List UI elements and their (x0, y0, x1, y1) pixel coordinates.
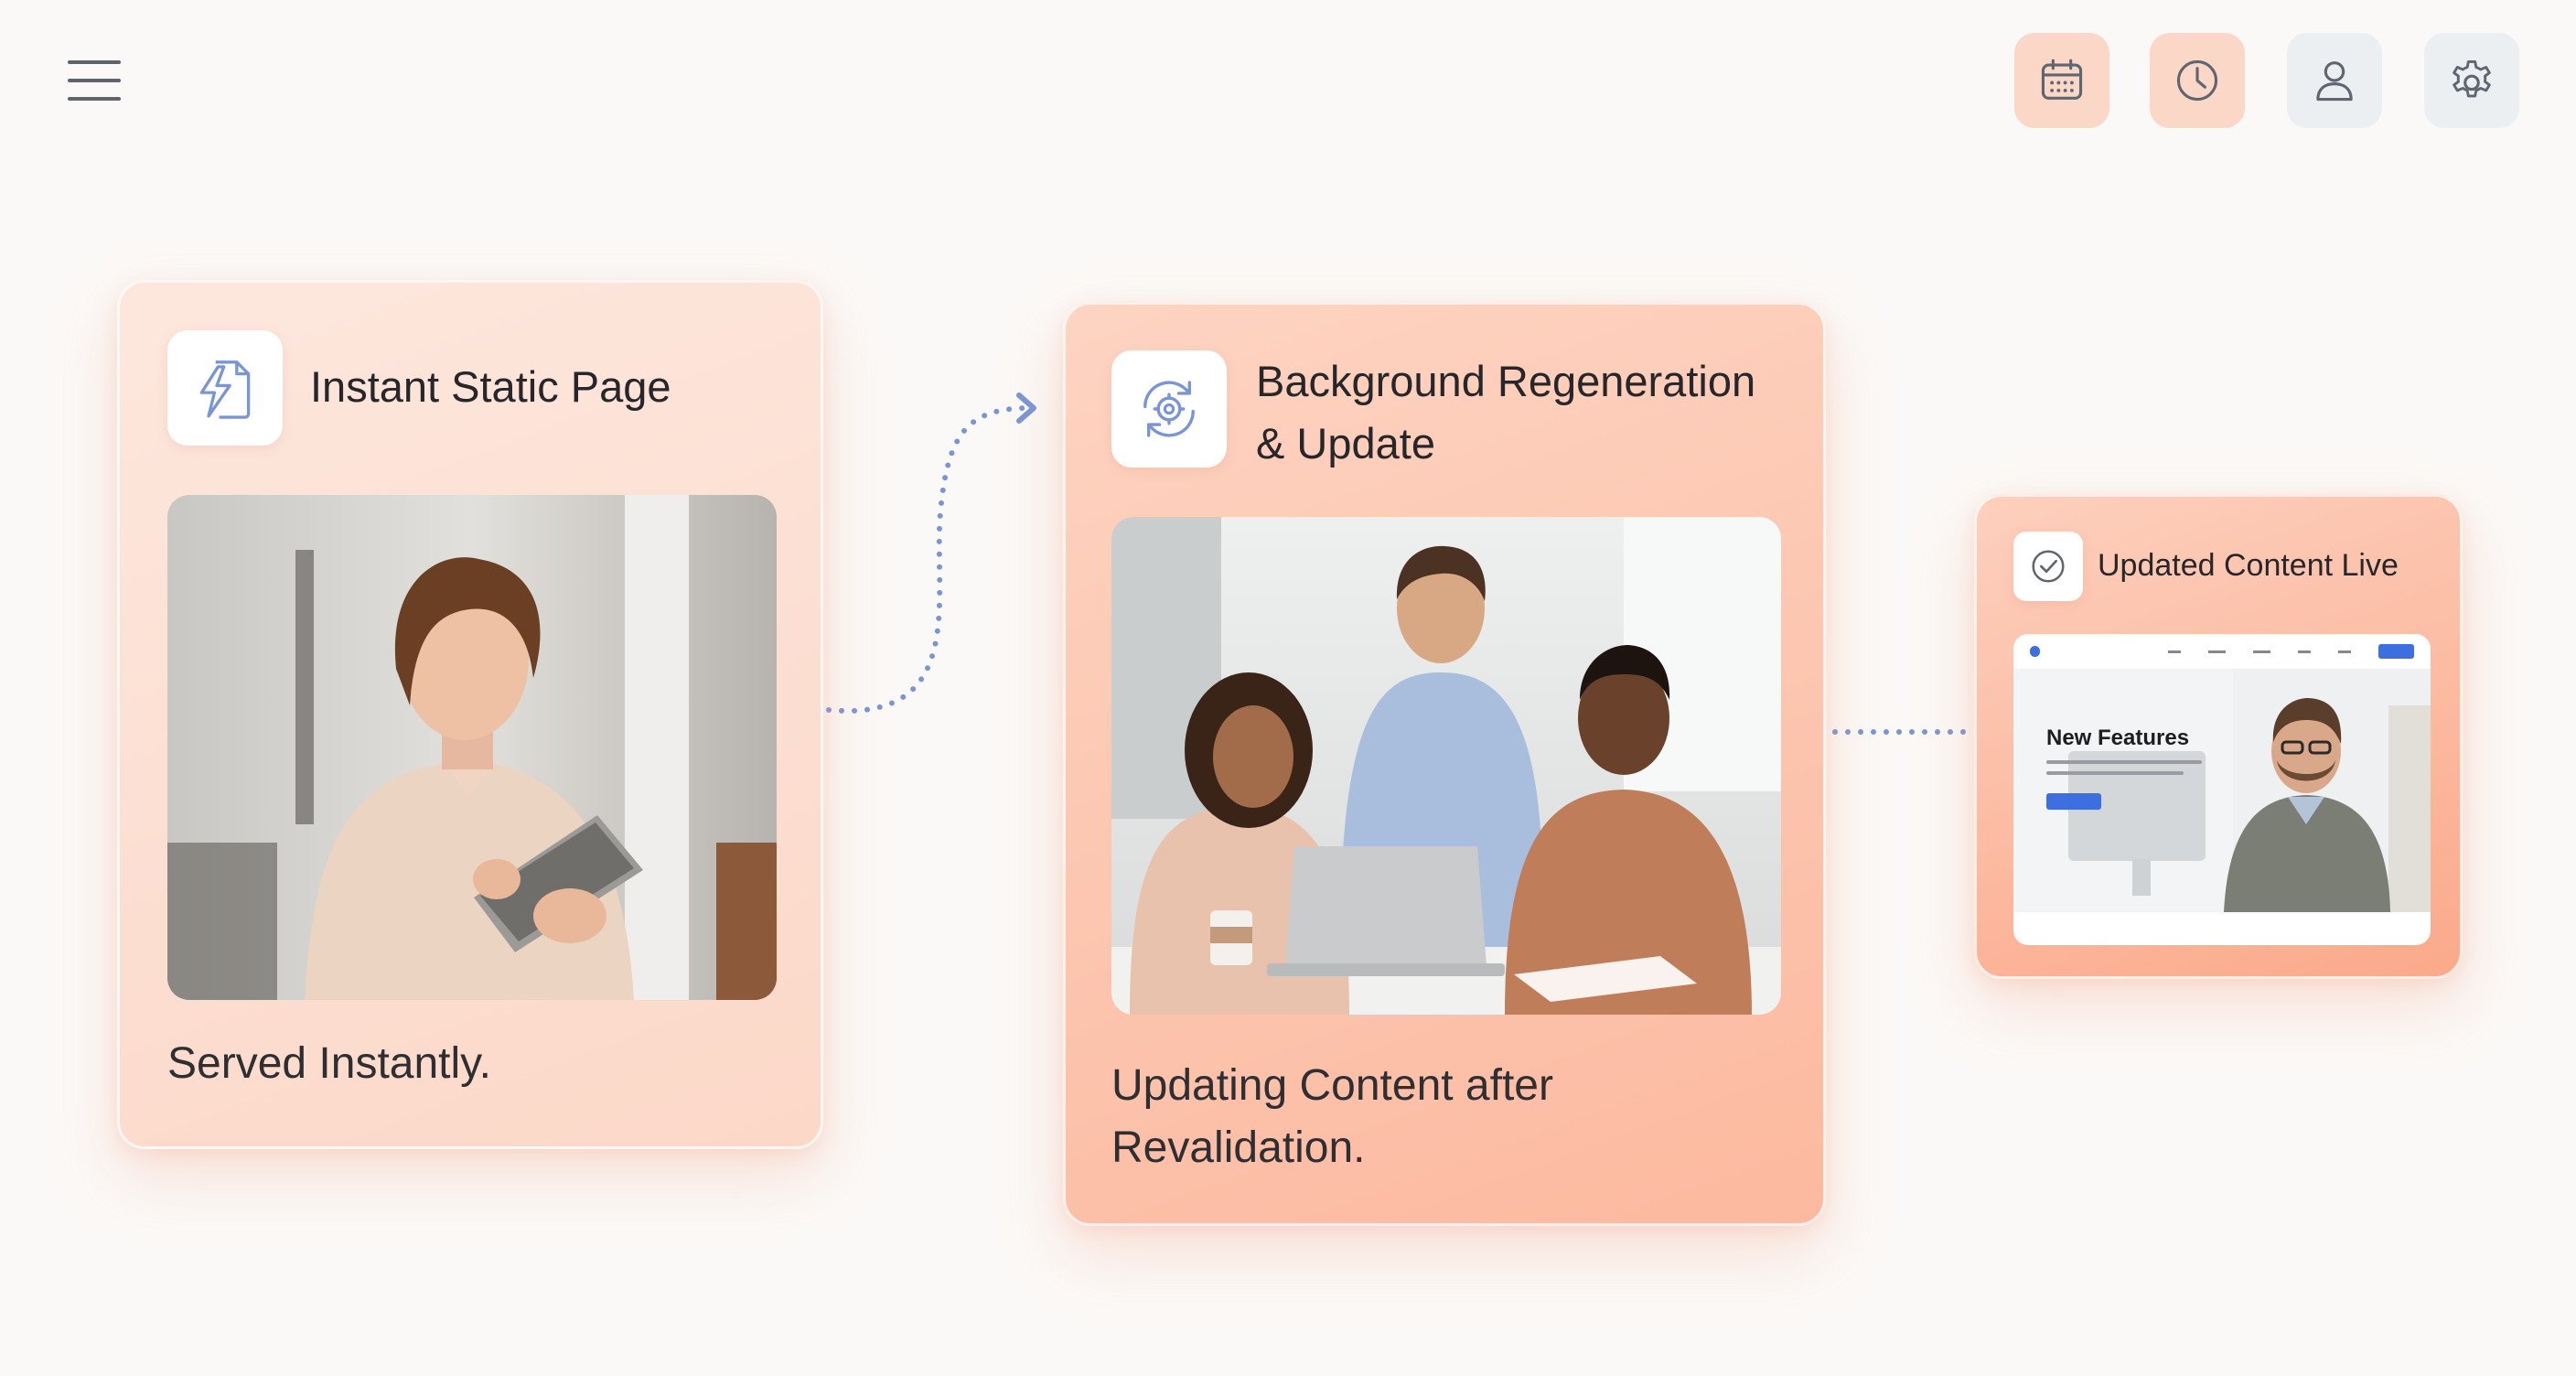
gear-icon (2453, 60, 2491, 98)
card-title: Instant Static Page (310, 362, 671, 411)
team-at-laptop-photo (1111, 517, 1781, 1015)
connector-arrowhead (1016, 392, 1036, 424)
check-circle-icon (2032, 550, 2065, 583)
menu-line (68, 79, 121, 82)
card-caption: Served Instantly. (167, 1039, 491, 1088)
card-caption: Updating Content after Revalidation. (1111, 1055, 1553, 1179)
preview-signin-link (2338, 650, 2352, 653)
calendar-icon (2041, 59, 2083, 100)
settings-button[interactable] (2424, 33, 2519, 128)
clock-button[interactable] (2150, 33, 2245, 128)
preview-cta-button (2378, 644, 2414, 659)
website-preview[interactable]: New Features (2013, 634, 2431, 945)
preview-text-line (2046, 771, 2184, 775)
card-caption-line-1: Updating Content after (1111, 1061, 1553, 1110)
preview-nav-link (2298, 650, 2312, 653)
regeneration-icon-box (1111, 350, 1227, 468)
preview-nav-link (2252, 650, 2271, 653)
user-button[interactable] (2287, 33, 2382, 128)
preview-heading: New Features (2046, 726, 2190, 750)
card-title-line-1: Background Regeneration (1256, 357, 1756, 405)
clock-icon (2176, 59, 2218, 102)
preview-nav-link (2167, 650, 2181, 653)
regeneration-card[interactable]: Background Regeneration & Update (1063, 302, 1826, 1226)
menu-button[interactable] (66, 57, 123, 104)
static-page-bolt-icon (199, 360, 251, 419)
preview-nav (2013, 634, 2431, 669)
content-live-card[interactable]: Updated Content Live (1974, 494, 2463, 979)
calendar-button[interactable] (2014, 33, 2109, 128)
regeneration-gear-icon (1143, 381, 1195, 437)
preview-logo (2030, 646, 2040, 657)
menu-line (68, 97, 121, 101)
static-page-card[interactable]: Instant Static Page (117, 280, 823, 1149)
card-caption-line-2: Revalidation. (1111, 1123, 1366, 1172)
woman-with-tablet-photo (167, 495, 777, 1000)
connector-static-to-regen (826, 404, 1036, 714)
check-icon-box (2013, 532, 2083, 601)
preview-nav-link (2207, 650, 2226, 653)
preview-text-line (2046, 760, 2202, 764)
preview-hero-button (2046, 793, 2101, 810)
card-title-line-2: & Update (1256, 419, 1435, 468)
card-title: Background Regeneration & Update (1256, 350, 1755, 475)
static-page-icon-box (167, 330, 283, 446)
menu-line (68, 60, 121, 64)
card-title: Updated Content Live (2098, 548, 2399, 583)
preview-hero: New Features (2013, 669, 2431, 912)
user-icon (2316, 61, 2353, 102)
